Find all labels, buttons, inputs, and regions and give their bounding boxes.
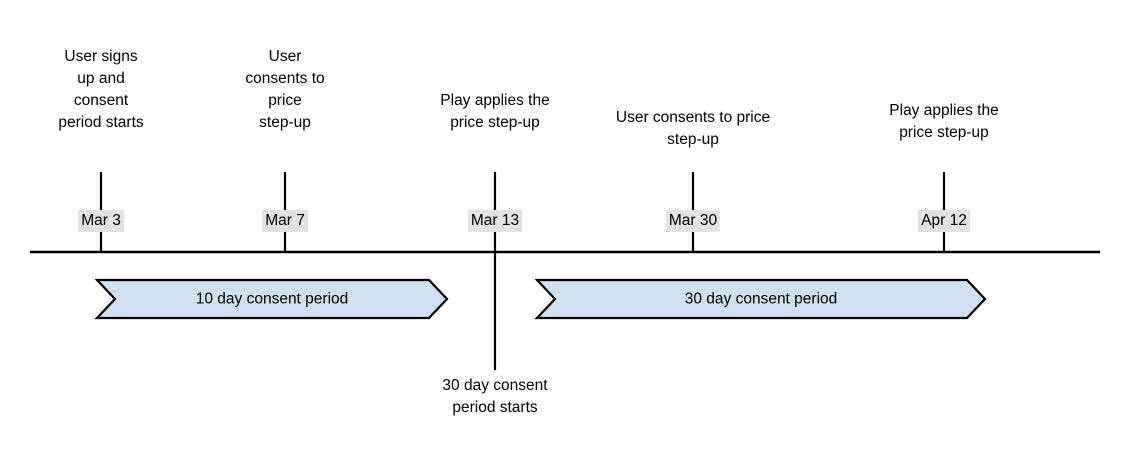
consent-period-band-label-1: 30 day consent period <box>684 290 838 308</box>
event-caption-3: User consents to price step-up <box>615 109 771 148</box>
date-label-mar-7: Mar 7 <box>262 210 308 233</box>
below-axis-annotation-text: 30 day consent period starts <box>442 377 548 416</box>
date-label-mar-30: Mar 30 <box>665 210 721 233</box>
event-caption-0: User signs up and consent period starts <box>58 48 144 131</box>
consent-period-band-0 <box>94 278 449 320</box>
event-caption-1: User consents to price step-up <box>245 48 325 131</box>
consent-period-band-1 <box>534 278 987 320</box>
date-label-mar-13: Mar 13 <box>467 210 523 233</box>
date-label-apr-12: Apr 12 <box>918 210 970 233</box>
consent-period-band-label-0: 10 day consent period <box>195 290 349 308</box>
event-caption-2: Play applies the price step-up <box>440 92 550 131</box>
date-label-mar-3: Mar 3 <box>78 210 124 233</box>
event-caption-4: Play applies the price step-up <box>889 102 999 141</box>
